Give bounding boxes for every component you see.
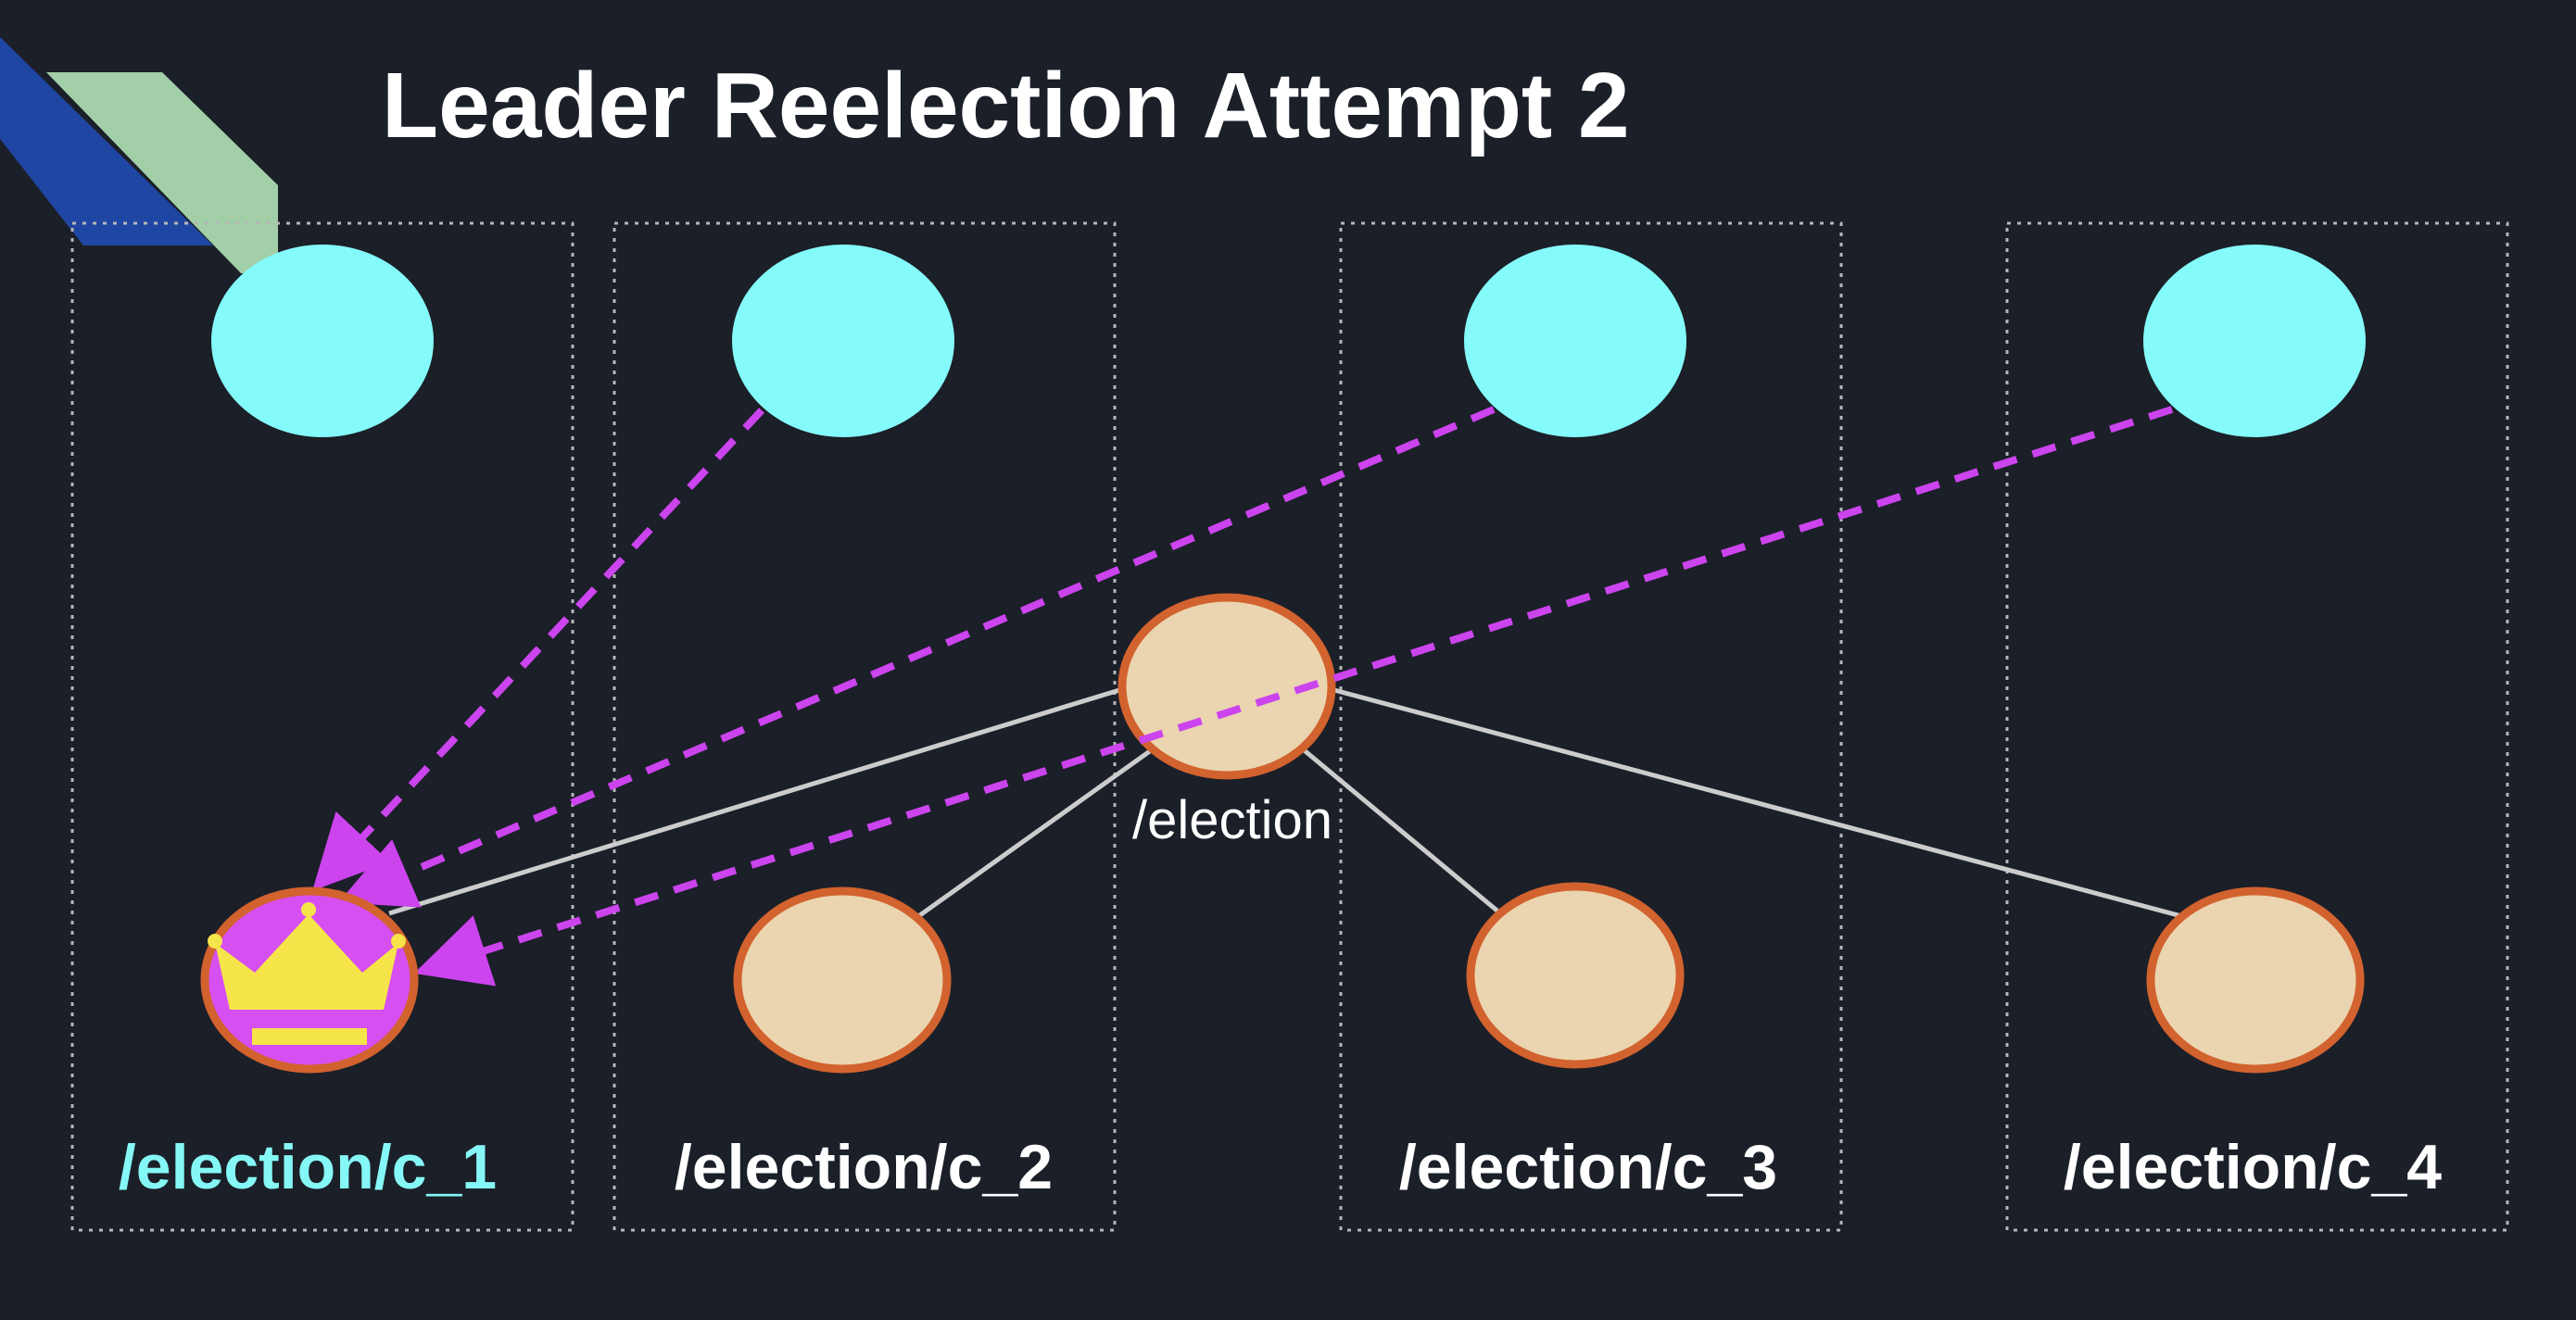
znode-c4 bbox=[2146, 886, 2365, 1074]
server-node-2 bbox=[732, 245, 954, 437]
label-c4: /election/c_4 bbox=[2064, 1132, 2442, 1202]
link-parent-c2 bbox=[915, 746, 1155, 920]
accent-ribbon-blue bbox=[0, 37, 213, 245]
link-parent-c3 bbox=[1300, 747, 1501, 914]
znode-c3 bbox=[1466, 882, 1685, 1069]
crown-icon bbox=[208, 902, 406, 1045]
link-parent-c1 bbox=[388, 687, 1120, 916]
watch-arrow-node4-to-c1 bbox=[413, 406, 2174, 987]
label-c3: /election/c_3 bbox=[1399, 1132, 1777, 1202]
parent-znode-label: /election bbox=[1132, 790, 1332, 850]
server-node-1 bbox=[211, 245, 434, 437]
accent-ribbon-green bbox=[46, 72, 278, 273]
znode-c2 bbox=[733, 886, 952, 1074]
watch-arrow-node2-to-c1 bbox=[312, 408, 764, 891]
slide-title: Leader Reelection Attempt 2 bbox=[382, 54, 1630, 157]
server-node-3 bbox=[1464, 245, 1686, 437]
server-node-4 bbox=[2143, 245, 2366, 437]
label-c1: /election/c_1 bbox=[119, 1132, 497, 1202]
label-c2: /election/c_2 bbox=[675, 1132, 1053, 1202]
link-parent-c4 bbox=[1333, 687, 2186, 920]
parent-znode bbox=[1118, 593, 1336, 780]
watch-arrow-node3-to-c1 bbox=[338, 406, 1496, 908]
